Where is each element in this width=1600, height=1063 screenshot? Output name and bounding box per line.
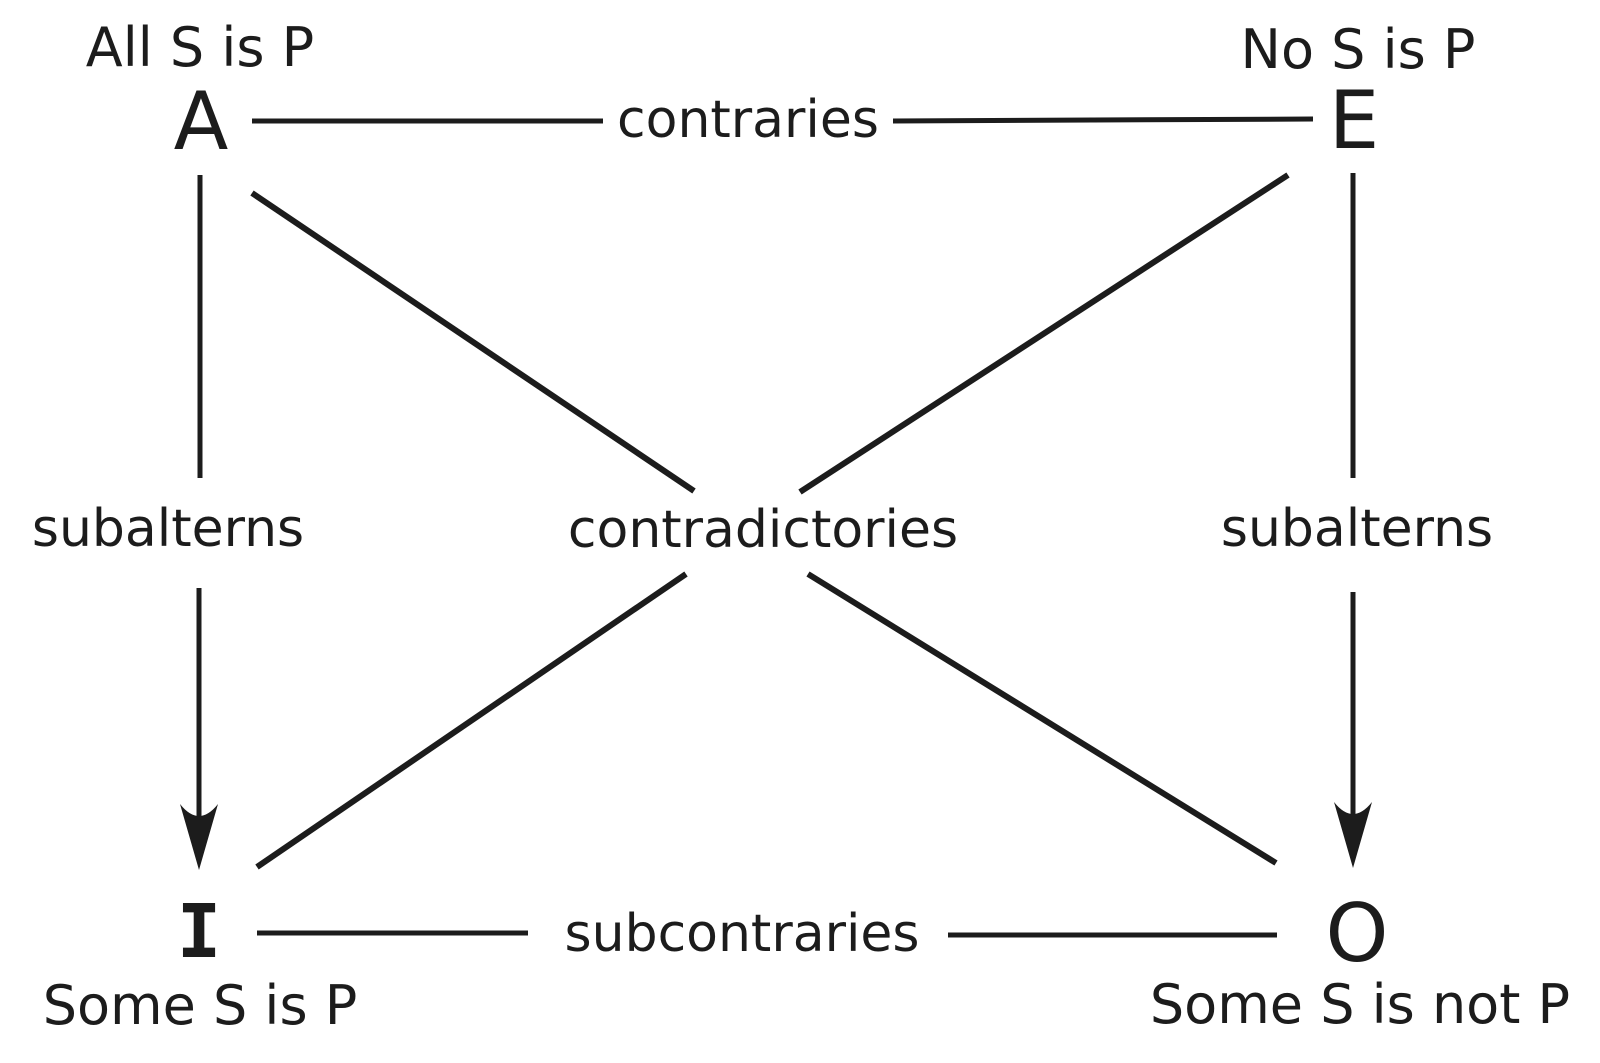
subaltern-right-arrowhead-icon — [1334, 802, 1372, 868]
proposition-i: Some S is P — [42, 974, 358, 1037]
node-letter-o: O — [1325, 887, 1389, 980]
node-letter-e: E — [1328, 74, 1380, 167]
contradictories-line-a-o-lower — [806, 571, 1278, 866]
relation-label-subcontraries: subcontraries — [564, 904, 920, 964]
relation-label-contradictories: contradictories — [567, 500, 959, 560]
relation-label-subalterns-right: subalterns — [1220, 499, 1494, 559]
proposition-o: Some S is not P — [1149, 973, 1571, 1036]
contradictories-line-a-o-upper — [250, 190, 696, 494]
proposition-a: All S is P — [85, 16, 315, 79]
relation-label-subalterns-left: subalterns — [31, 499, 305, 559]
node-letter-a: A — [173, 75, 229, 168]
contradictories-line-e-i-lower — [255, 571, 688, 870]
contradictories-line-e-i-upper — [798, 172, 1290, 495]
subaltern-left-arrowhead-icon — [180, 804, 218, 870]
relation-label-contraries: contraries — [617, 90, 879, 150]
proposition-e: No S is P — [1240, 18, 1476, 81]
node-letter-i: I — [176, 889, 222, 975]
contraries-line-right — [892, 116, 1314, 124]
